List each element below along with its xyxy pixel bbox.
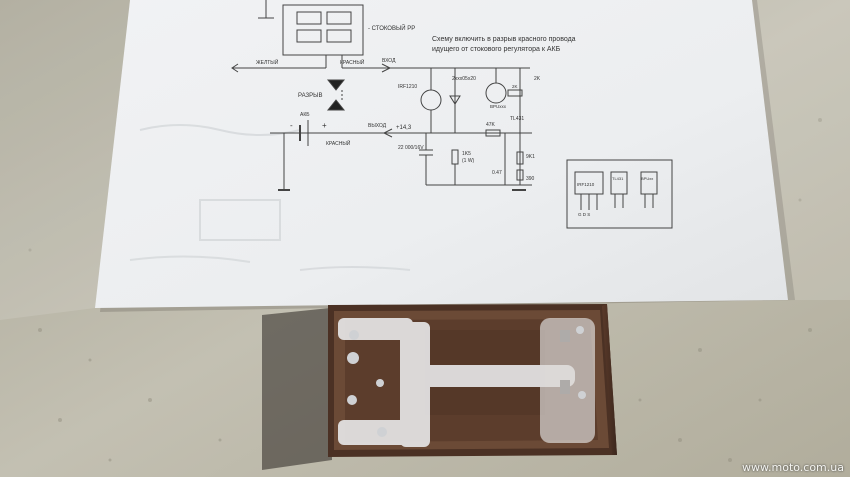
diode-label: 2xxx05x20 xyxy=(452,76,476,82)
r-2k-top-label: 2K xyxy=(534,76,541,82)
r-47k-label: 47K xyxy=(486,122,496,128)
capacitor-label: 22 000/16V xyxy=(398,145,424,151)
r-390-label: 390 xyxy=(526,176,535,182)
schematic-diagram xyxy=(231,0,673,229)
screw-holes xyxy=(347,326,586,437)
pinout-mosfet-label: IRF1210 xyxy=(577,182,595,187)
r-2k-label: 2K xyxy=(512,84,518,89)
schematic-text: Схему включить в разрыв красного провода… xyxy=(256,24,653,217)
schematic-paper xyxy=(95,0,788,308)
red-wire-bottom-label: КРАСНЫЙ xyxy=(326,139,351,147)
embossed-marks xyxy=(129,124,411,271)
battery-label: АКБ xyxy=(300,112,310,118)
pinout-tl-label: TL431 xyxy=(612,176,624,181)
regulator-label: - СТОКОВЫЙ РР xyxy=(368,24,415,32)
sun-patches xyxy=(0,0,850,320)
transistor-label: BPUxxx xyxy=(490,104,507,109)
break-arrow-top xyxy=(326,79,346,91)
r-9k1-label: 9K1 xyxy=(526,154,535,160)
r-1k-sub-label: (1 W) xyxy=(462,158,475,164)
table-speckles xyxy=(28,118,822,462)
pinout-bp-label: BPUxx xyxy=(641,176,653,181)
input-label: ВХОД xyxy=(382,58,396,64)
watermark: www.moto.com.ua xyxy=(742,461,844,474)
red-wire-top-label: КРАСНЫЙ xyxy=(340,58,365,66)
pinout-pins-label: G D S xyxy=(578,212,590,217)
regulator-block xyxy=(282,4,364,56)
tl431-label: TL431 xyxy=(510,116,524,122)
output-label: ВЫХОД xyxy=(368,123,387,129)
brown-enclosure xyxy=(328,304,617,457)
plus-sign: + xyxy=(322,121,327,130)
pinout-box xyxy=(566,159,673,229)
break-label: РАЗРЫВ xyxy=(298,93,322,99)
schematic-title-line2: идущего от стокового регулятора к АКБ xyxy=(432,46,561,53)
schematic-title-line1: Схему включить в разрыв красного провода xyxy=(432,36,576,43)
break-arrow-bottom xyxy=(326,99,346,111)
box-shadow xyxy=(262,308,332,470)
r-1k-label: 1K5 xyxy=(462,151,471,157)
c-047-label: 0.47 xyxy=(492,170,502,176)
voltage-label: +14,3 xyxy=(396,125,412,131)
minus-sign: - xyxy=(290,121,293,130)
yellow-wire-label: ЖЕЛТЫЙ xyxy=(256,58,279,66)
mosfet-label: IRF1210 xyxy=(398,84,417,90)
